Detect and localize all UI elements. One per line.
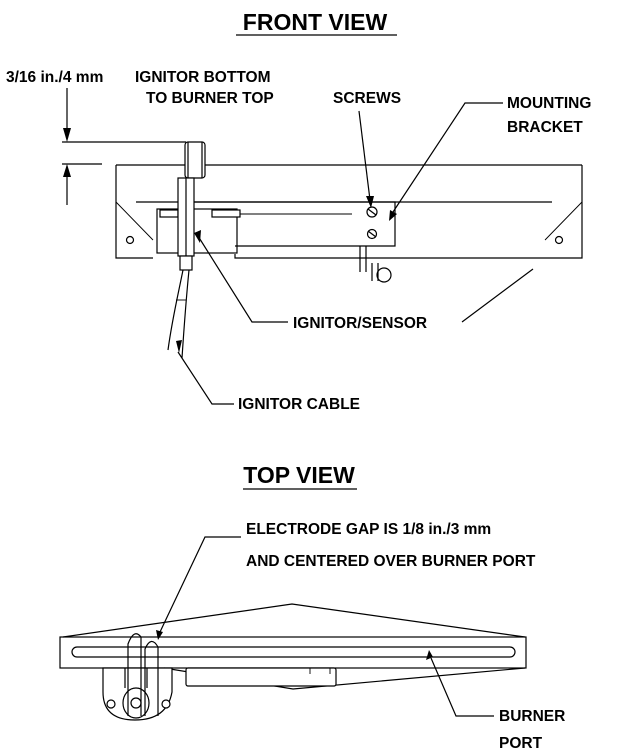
dimension-label: 3/16 in./4 mm [6, 69, 103, 86]
top-view: TOP VIEW ELECTRODE GAP IS 1/8 in./3 mm A… [59, 462, 565, 752]
ignitor-bottom-label-line2: TO BURNER TOP [146, 90, 274, 107]
mounting-bracket-label-line2: BRACKET [507, 119, 583, 136]
mounting-bracket-label-line1: MOUNTING [507, 95, 591, 112]
screw-icon [366, 206, 378, 240]
ignitor-cable [167, 269, 190, 359]
ignitor-top [102, 633, 173, 721]
ignitor-cable-label: IGNITOR CABLE [238, 396, 360, 413]
mounting-bracket [156, 201, 396, 283]
burner-right-hole [554, 235, 564, 245]
screws-label: SCREWS [333, 90, 401, 107]
front-view-title: FRONT VIEW [243, 9, 388, 35]
burner-port-label-line1: BURNER [499, 708, 565, 725]
electrode-gap-label-line1: ELECTRODE GAP IS 1/8 in./3 mm [246, 521, 491, 538]
burner-port-label-line2: PORT [499, 735, 543, 752]
ignitor-sensor [177, 141, 206, 271]
bracket-knob [376, 267, 392, 283]
electrode-gap-label-line2: AND CENTERED OVER BURNER PORT [246, 553, 536, 570]
burner-left-hole [125, 235, 135, 245]
dimension-indicator [62, 88, 186, 205]
ignitor-sensor-label: IGNITOR/SENSOR [293, 315, 427, 332]
top-view-title: TOP VIEW [243, 462, 355, 488]
front-view: FRONT VIEW 3/16 in./4 mm IGNITOR BOTTOM … [6, 9, 591, 413]
burner-top-plate [59, 603, 527, 690]
ignitor-bottom-label-line1: IGNITOR BOTTOM [135, 69, 270, 86]
